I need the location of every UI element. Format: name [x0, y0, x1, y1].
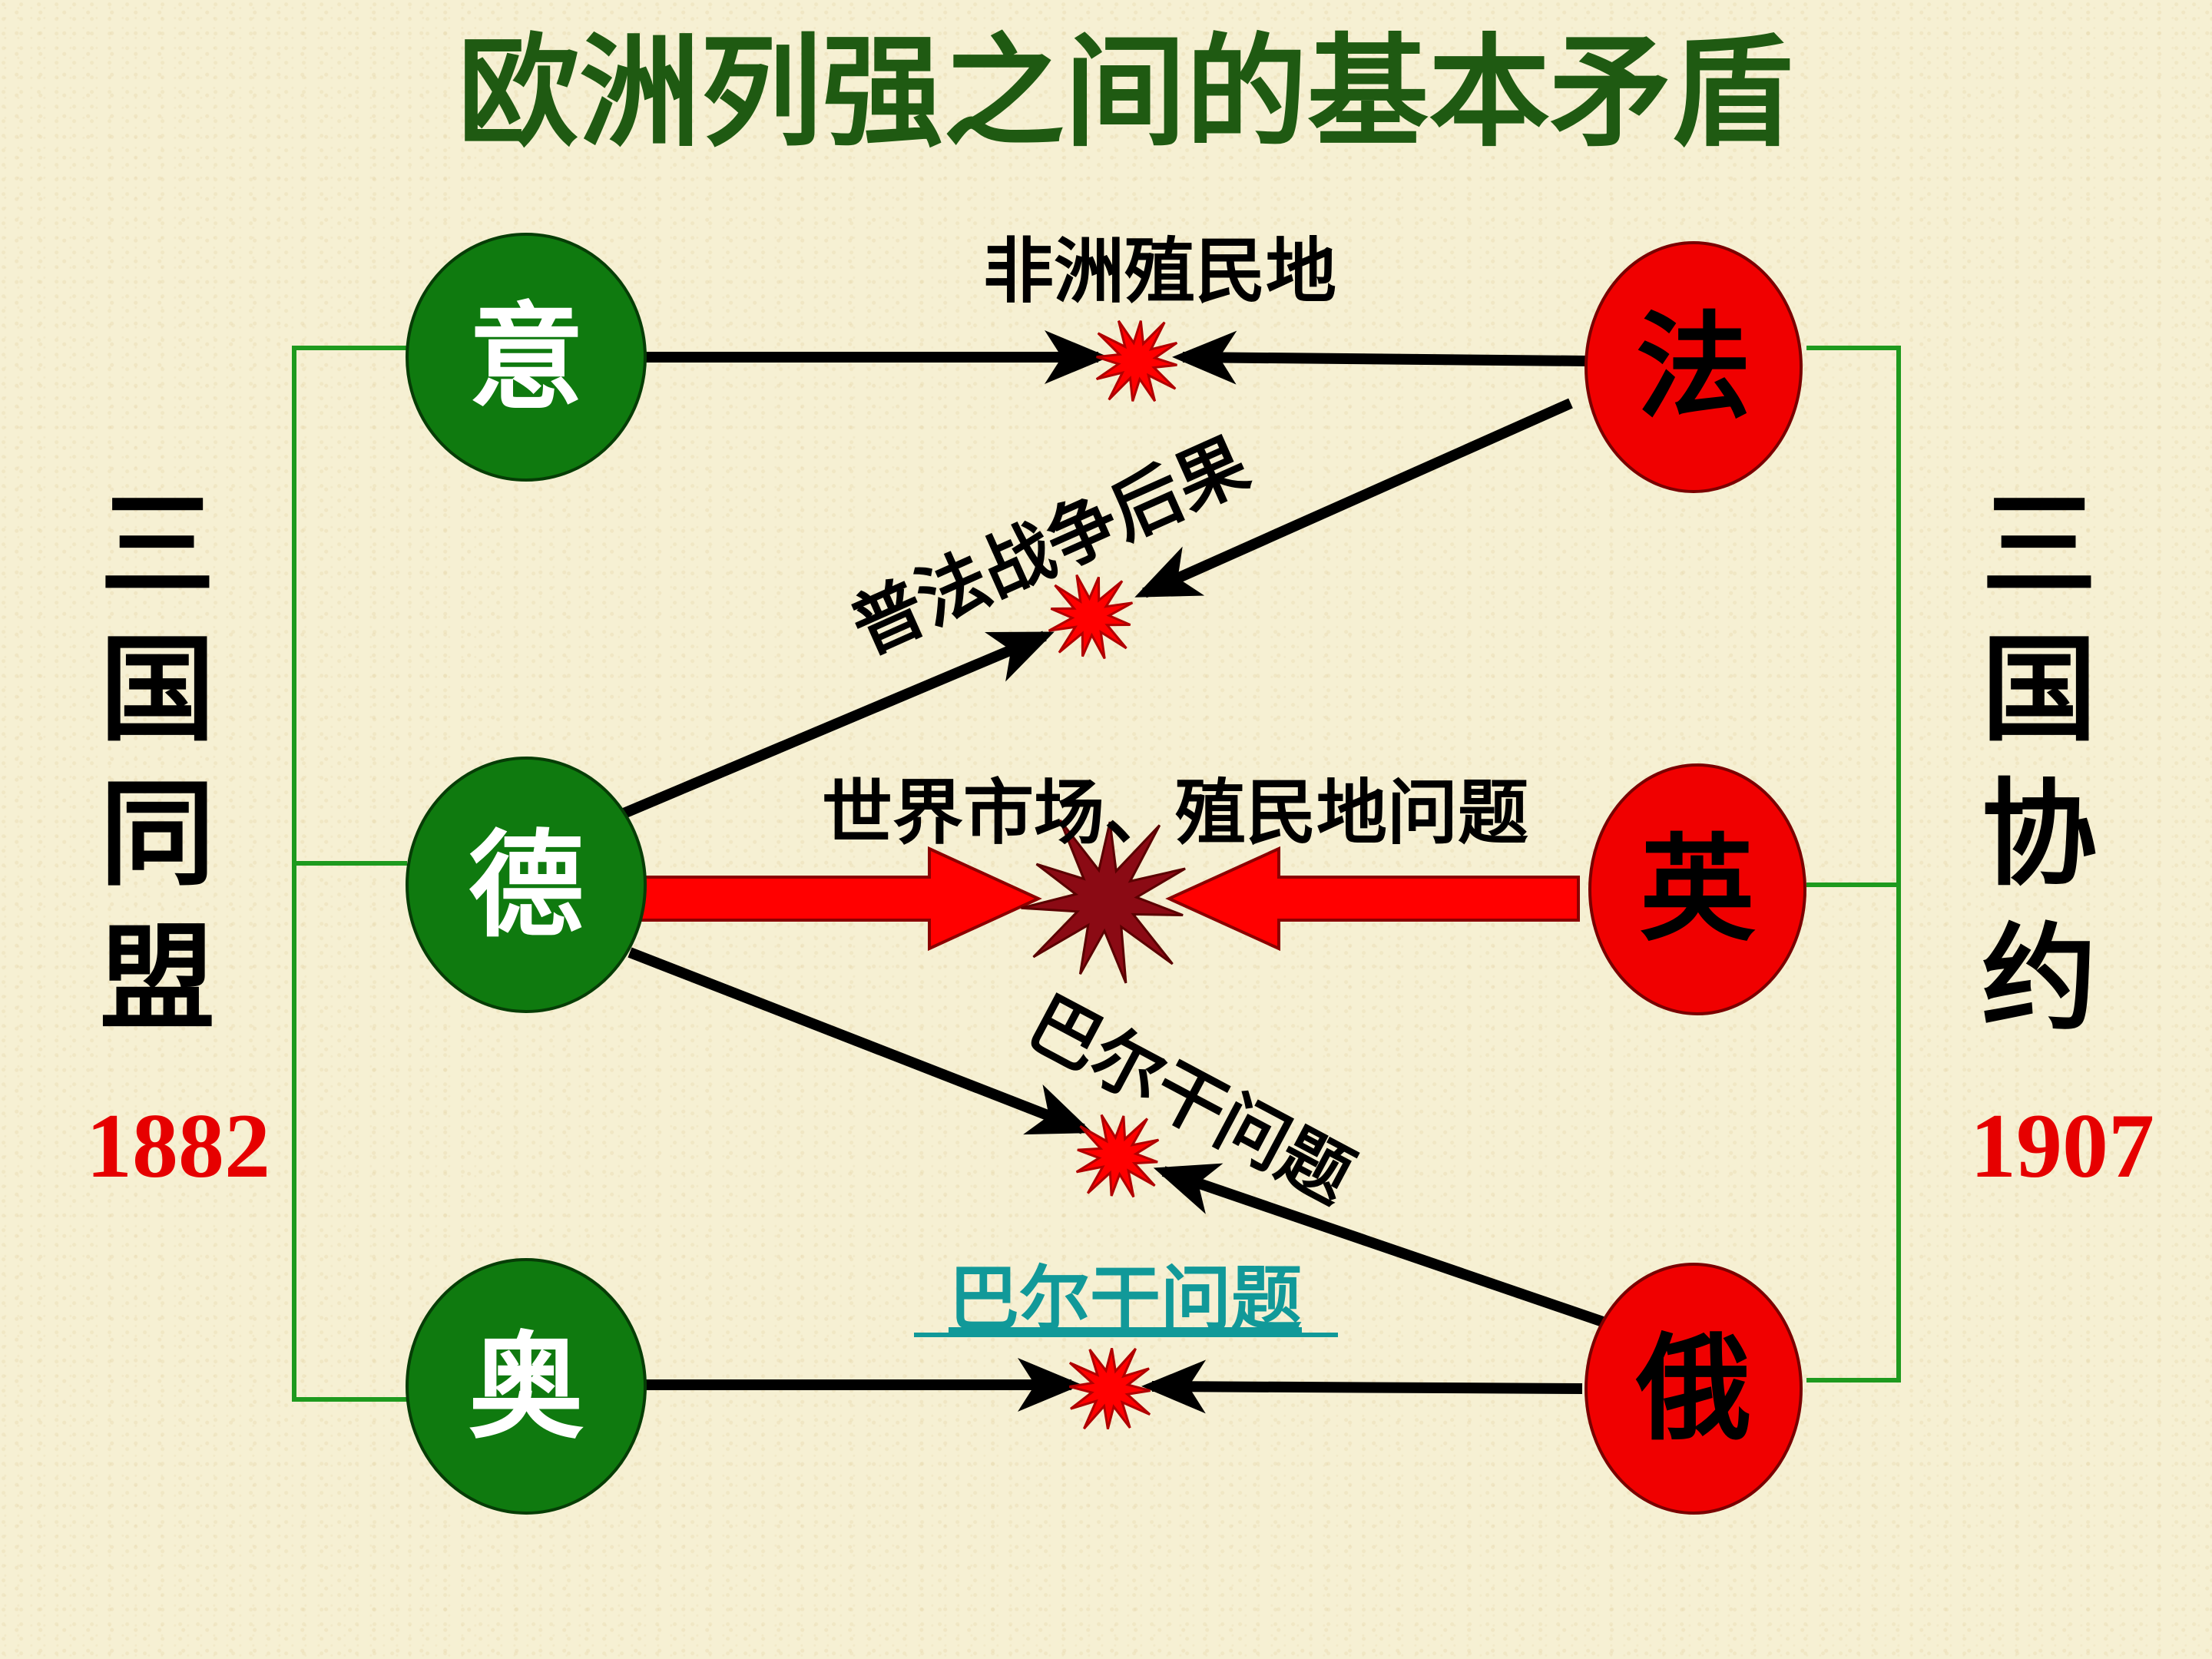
svg-text:国: 国 [1982, 624, 2097, 757]
triple-entente-label: 三 国 协 约 [1982, 479, 2097, 1046]
country-italy: 意 [406, 233, 647, 482]
country-austria-label: 奥 [469, 1320, 584, 1455]
country-russia-label: 俄 [1635, 1321, 1751, 1456]
arrow-russia-austria-balkan [1141, 1359, 1583, 1414]
label-franco-prussian: 普法战争后果 [839, 422, 1260, 670]
arrow-germany-franco-prussian [616, 631, 1055, 821]
arrow-russia-balkan [1153, 1163, 1608, 1328]
arrow-france-franco-prussian [1134, 398, 1573, 598]
entente-year: 1907 [1970, 1094, 2154, 1197]
conflict-star-africa [1095, 320, 1178, 402]
entente-bracket [1806, 346, 1901, 1382]
alliance-bracket [292, 346, 407, 1402]
label-world-market: 世界市场、殖民地问题 [822, 772, 1528, 854]
svg-text:协: 协 [1982, 768, 2097, 902]
label-africa-colonies: 非洲殖民地 [983, 230, 1336, 313]
conflict-star-world-market [1021, 819, 1186, 984]
country-france-label: 法 [1636, 300, 1751, 435]
triple-alliance-label: 三 国 同 盟 [100, 479, 215, 1046]
country-britain-label: 英 [1640, 822, 1756, 957]
country-france: 法 [1584, 241, 1803, 493]
block-arrow-germany-world-market [627, 846, 1042, 952]
page-title: 欧洲列强之间的基本矛盾 [458, 22, 1793, 164]
svg-text:盟: 盟 [100, 912, 215, 1046]
country-germany: 德 [406, 757, 647, 1013]
conflict-star-balkan-austria-russia [1068, 1347, 1151, 1430]
link-balkan-2[interactable]: 巴尔干问题 [949, 1258, 1302, 1340]
svg-text:约: 约 [1982, 912, 2097, 1046]
svg-text:三: 三 [1982, 479, 2097, 613]
conflict-star-franco-prussian [1048, 574, 1134, 660]
country-austria: 奥 [406, 1258, 647, 1515]
country-russia: 俄 [1584, 1263, 1803, 1515]
alliance-year: 1882 [86, 1094, 270, 1197]
svg-text:三: 三 [100, 479, 215, 613]
arrow-france-africa [1172, 330, 1587, 385]
arrow-germany-balkan [628, 947, 1094, 1135]
block-arrow-britain-world-market [1165, 846, 1580, 952]
svg-text:国: 国 [100, 624, 215, 757]
conflict-star-balkan-germany-russia [1075, 1114, 1160, 1198]
country-germany-label: 德 [469, 818, 584, 953]
country-britain: 英 [1588, 763, 1806, 1015]
svg-text:同: 同 [100, 768, 215, 902]
country-italy-label: 意 [469, 290, 584, 426]
